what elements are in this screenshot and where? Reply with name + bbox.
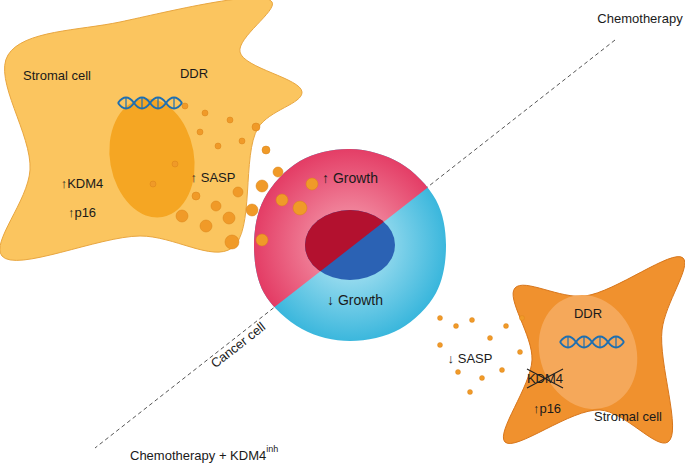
cell-label: KDM4 [527, 372, 563, 385]
cell-body-treated [254, 149, 446, 341]
cell-label: Stromal cell [23, 69, 91, 82]
dna-strand [118, 98, 182, 109]
cell-label: ↑p16 [68, 206, 96, 219]
cell-label: DDR [180, 67, 208, 80]
cell-body [503, 257, 684, 444]
annotation-label: Chemotherapy [597, 12, 682, 25]
cancer-cell: ↑ Growth↓ GrowthCancer cell [250, 145, 450, 345]
cell-label: DDR [574, 307, 602, 320]
dna-helix [560, 337, 624, 348]
cell-label: Cancer cell [208, 320, 267, 370]
dna-strand [118, 98, 182, 109]
nucleus-untreated [305, 210, 395, 280]
dna-helix [118, 98, 182, 109]
inhibition-cross [527, 369, 563, 388]
annotation-label: ↑ SASP [191, 171, 236, 184]
sasp-particles [150, 103, 318, 249]
sasp-particles [438, 316, 525, 395]
nucleus [523, 281, 653, 423]
dna-rungs [568, 337, 616, 348]
annotation-label: Chemotherapy + KDM4 [130, 449, 266, 462]
cell-label: ↑KDM4 [61, 177, 104, 190]
cell-label: Stromal cell [594, 410, 662, 423]
stromal-cell: DDR KDM4 ↑p16Stromal cell [480, 250, 685, 450]
cell-label: ↓ Growth [327, 293, 383, 307]
cell-label: ↑p16 [533, 402, 561, 415]
cell-label: ↑ Growth [322, 171, 378, 185]
superscript-label: inh [266, 445, 278, 454]
dna-rungs [126, 98, 174, 109]
nucleus [100, 92, 204, 225]
cell-body-untreated [254, 149, 446, 341]
dna-strand [560, 337, 624, 348]
nucleus-treated [305, 210, 395, 280]
dna-strand [560, 337, 624, 348]
annotation-label: ↓ SASP [448, 352, 493, 365]
